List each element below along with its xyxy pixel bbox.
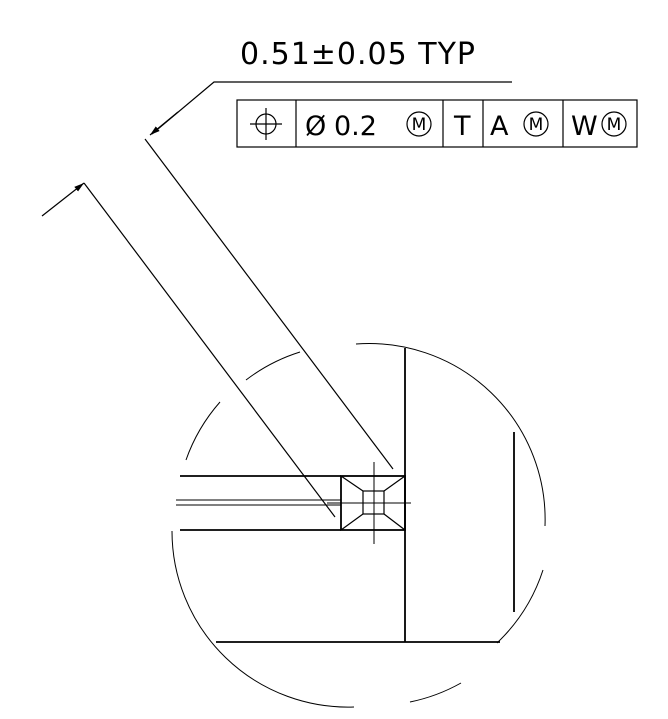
diameter-symbol: Ø <box>305 111 326 142</box>
mmc-circle-icon <box>523 111 549 137</box>
position-symbol-icon <box>250 108 282 140</box>
feature-control-frame: Ø 0.2 M T A M W M <box>236 99 638 148</box>
dimension-arrow-lower <box>41 182 85 217</box>
board-outline <box>176 348 515 643</box>
extension-line-upper <box>144 138 394 470</box>
extension-line-lower <box>83 182 336 518</box>
dimension-text: 0.51±0.05 TYP <box>240 37 476 72</box>
datum-secondary: A <box>490 111 509 142</box>
datum-tertiary: W <box>571 111 598 142</box>
tolerance-modifier: M <box>412 115 427 135</box>
leader-arrow <box>149 111 179 136</box>
pad-square <box>327 462 411 544</box>
mmc-circle-icon <box>601 111 627 137</box>
datum-primary: T <box>453 111 471 142</box>
detail-circle <box>171 343 546 708</box>
mmc-circle-icon <box>406 111 432 137</box>
datum-secondary-modifier: M <box>529 115 544 135</box>
datum-tertiary-modifier: M <box>607 115 622 135</box>
tolerance-value: 0.2 <box>334 111 377 142</box>
